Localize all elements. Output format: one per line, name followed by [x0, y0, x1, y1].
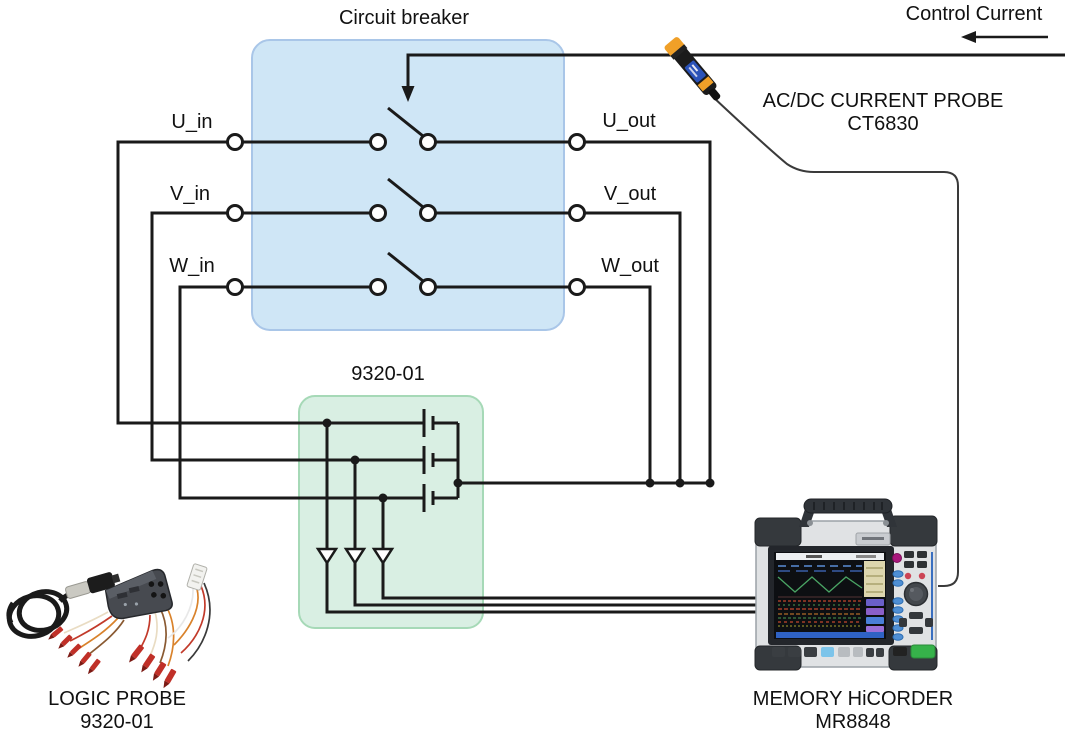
phase-label-w-out: W_out — [601, 255, 659, 277]
probe-clips-left — [48, 626, 101, 675]
phase-label-v-in: V_in — [169, 183, 211, 205]
recorder-control-panel — [892, 551, 936, 659]
circuit-breaker-label: Circuit breaker — [338, 7, 470, 29]
probe-arrow-1 — [315, 547, 339, 566]
probe-clips-right — [129, 644, 177, 689]
junction-dots — [322, 418, 715, 503]
logic-probe-label: LOGIC PROBE 9320-01 — [17, 688, 217, 734]
recorder-name: MEMORY HiCORDER — [752, 688, 954, 710]
probe-cable — [711, 95, 959, 587]
current-probe-image — [664, 37, 721, 101]
logic-sense-lines — [315, 423, 765, 614]
control-current-arrow — [961, 31, 1048, 43]
logic-probe-model: 9320-01 — [80, 711, 154, 733]
memory-hicorder-image — [754, 498, 938, 671]
phase-label-u-in: U_in — [171, 111, 213, 133]
recorder-label: MEMORY HiCORDER MR8848 — [733, 688, 973, 734]
switch-blade-w — [387, 251, 424, 283]
control-current-line — [401, 53, 1065, 102]
current-probe-model: CT6830 — [847, 113, 919, 135]
logic-probe-image — [6, 563, 211, 689]
phase-label-v-out: V_out — [603, 183, 657, 205]
recorder-bottom-buttons — [772, 647, 884, 657]
control-current-label: Control Current — [905, 3, 1043, 25]
phase-label-u-out: U_out — [602, 110, 656, 132]
probe-arrow-2 — [343, 547, 367, 566]
logic-probe-name: LOGIC PROBE — [48, 688, 186, 710]
recorder-model: MR8848 — [815, 711, 891, 733]
switch-blade-v — [387, 177, 424, 209]
terminals — [226, 133, 586, 296]
sensor-clip-symbols — [422, 409, 710, 512]
switch-blade-u — [387, 106, 424, 138]
current-probe-name: AC/DC CURRENT PROBE — [762, 90, 1004, 112]
recorder-handle — [799, 498, 897, 527]
phase-label-w-in: W_in — [169, 255, 215, 277]
recorder-screen — [768, 546, 894, 645]
phase-wires — [116, 106, 712, 500]
circuit-breaker-block — [251, 39, 565, 331]
current-probe-label: AC/DC CURRENT PROBE CT6830 — [738, 90, 1028, 136]
sensor-interface-block — [298, 395, 484, 629]
start-button — [910, 644, 936, 659]
interface-block-label: 9320-01 — [351, 363, 425, 385]
probe-arrow-3 — [371, 547, 395, 566]
